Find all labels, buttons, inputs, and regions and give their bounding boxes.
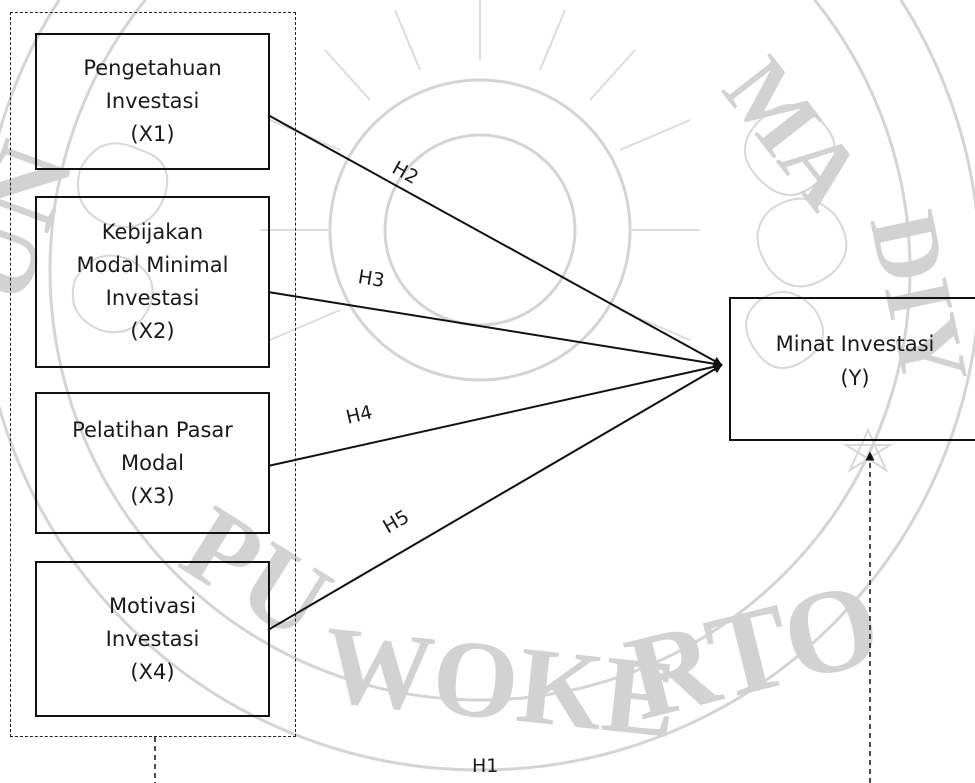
arrow-h4 (267, 362, 723, 467)
variable-box-x2: Kebijakan Modal Minimal Investasi (X2) (35, 196, 270, 368)
variable-label-x4: Motivasi Investasi (X4) (105, 593, 200, 684)
arrow-h2 (267, 114, 723, 366)
variable-label-x1: Pengetahuan Investasi (X1) (83, 56, 222, 146)
variable-label-y: Minat Investasi (Y) (775, 332, 935, 390)
variable-box-y: Minat Investasi (Y) (729, 297, 975, 441)
hypothesis-label-h3: H3 (356, 266, 386, 292)
independent-variables-group (10, 12, 296, 737)
hypothesis-label-h1: H1 (472, 755, 499, 777)
arrow-h5 (267, 364, 723, 631)
variable-box-x4: Motivasi Investasi (X4) (35, 561, 270, 717)
variable-box-x1: Pengetahuan Investasi (X1) (35, 33, 270, 170)
variable-label-x2: Kebijakan Modal Minimal Investasi (X2) (76, 220, 229, 343)
variable-label-x3: Pelatihan Pasar Modal (X3) (72, 417, 233, 508)
arrow-h3 (267, 291, 723, 369)
variable-box-x3: Pelatihan Pasar Modal (X3) (35, 392, 270, 534)
